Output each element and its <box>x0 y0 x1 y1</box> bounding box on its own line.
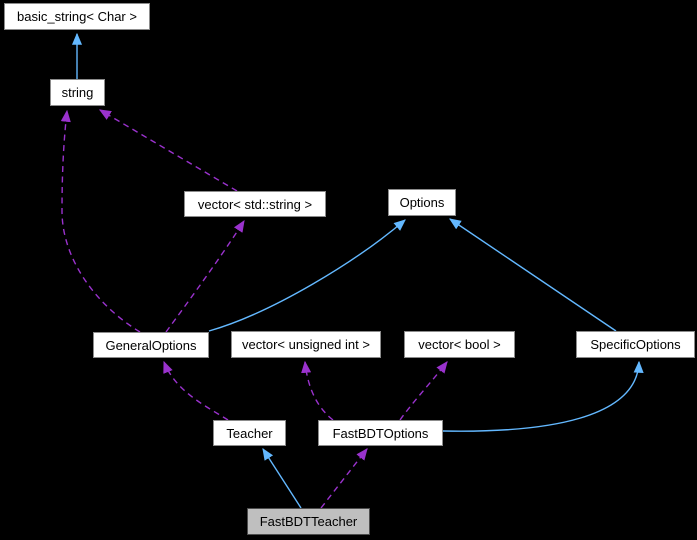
node-teacher[interactable]: Teacher <box>213 420 286 446</box>
node-general-options[interactable]: GeneralOptions <box>93 332 209 358</box>
edge-fastbdt-options-to-specific-options <box>442 360 644 432</box>
edge-fastbdt-options-to-vector-unsigned-int <box>301 360 334 421</box>
node-specific-options[interactable]: SpecificOptions <box>576 331 695 358</box>
edge-specific-options-to-options <box>449 218 617 332</box>
edge-fastbdt-options-to-vector-bool <box>399 361 448 421</box>
node-options[interactable]: Options <box>388 189 456 216</box>
edge-general-options-to-string <box>60 109 141 333</box>
edge-teacher-to-general-options <box>163 360 229 421</box>
edge-fastbdt-teacher-to-teacher <box>262 447 302 509</box>
node-basic-string-char[interactable]: basic_string< Char > <box>4 3 150 30</box>
edge-fastbdt-teacher-to-fastbdt-options <box>320 448 368 509</box>
node-vector-bool[interactable]: vector< bool > <box>404 331 515 358</box>
edge-general-options-to-options <box>208 219 406 332</box>
node-vector-unsigned-int[interactable]: vector< unsigned int > <box>231 331 381 358</box>
node-string[interactable]: string <box>50 79 105 106</box>
edge-vector-std-string-to-string <box>98 109 238 192</box>
node-fastbdt-teacher: FastBDTTeacher <box>247 508 370 535</box>
edge-general-options-to-vector-std-string <box>165 219 245 333</box>
node-fastbdt-options[interactable]: FastBDTOptions <box>318 420 443 446</box>
node-vector-std-string[interactable]: vector< std::string > <box>184 191 326 217</box>
